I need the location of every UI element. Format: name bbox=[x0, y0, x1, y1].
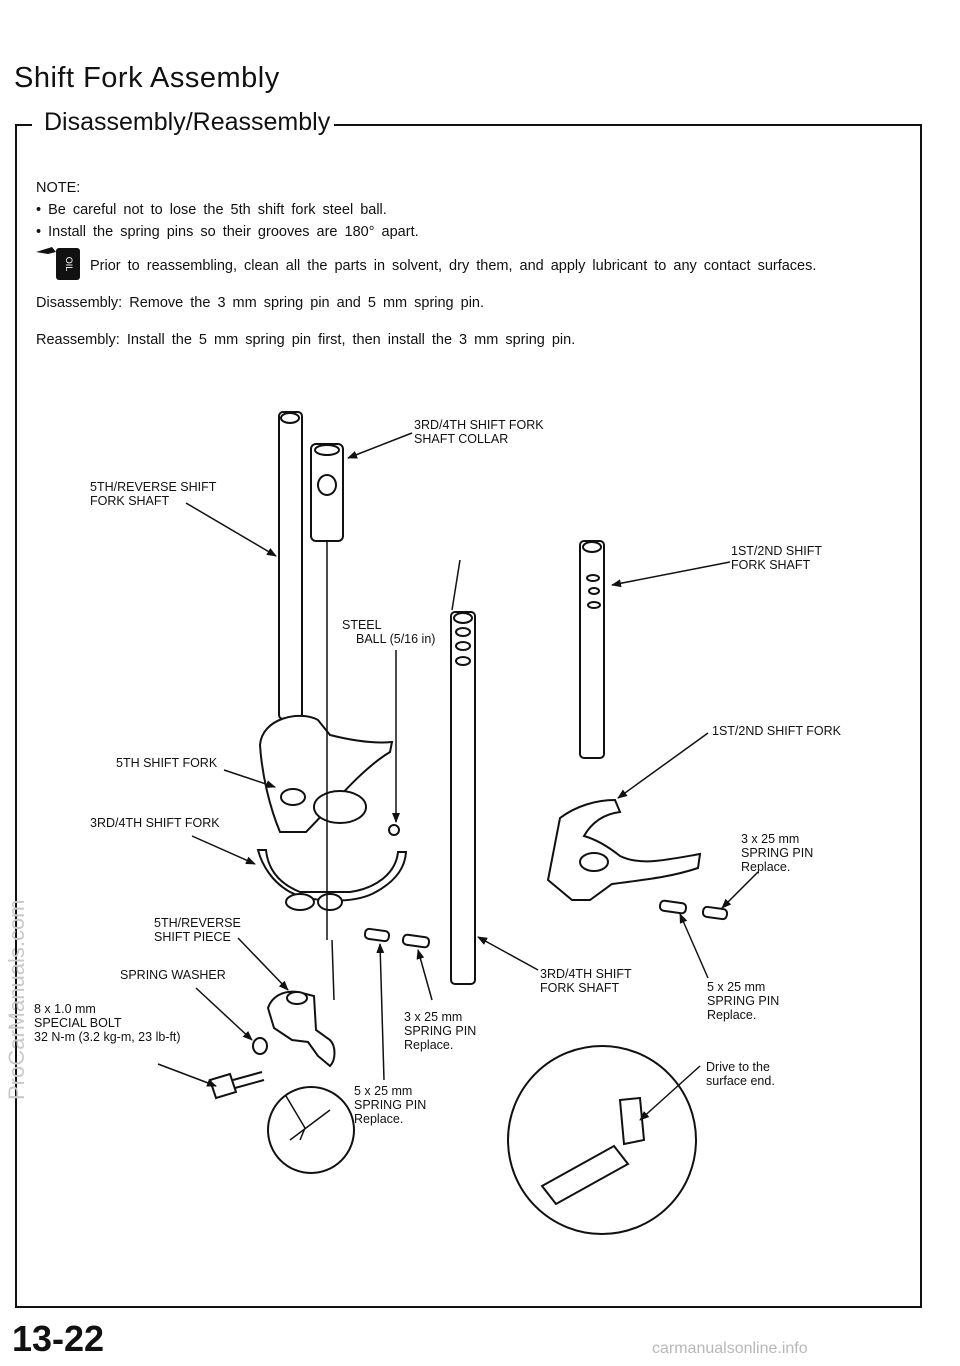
third-fourth-shift-fork bbox=[256, 849, 408, 902]
note-item-1: • Be careful not to lose the 5th shift f… bbox=[36, 202, 387, 218]
spring-pin-5-mid bbox=[363, 927, 391, 943]
note-label: NOTE: bbox=[36, 180, 81, 196]
shift-piece bbox=[266, 990, 336, 1068]
section-frame bbox=[15, 124, 922, 1308]
label-fifth-shift-fork: 5TH SHIFT FORK bbox=[116, 756, 218, 770]
section-title: Disassembly/Reassembly bbox=[40, 108, 335, 137]
fifth-reverse-fork-shaft bbox=[278, 411, 303, 720]
drive-detail-circle bbox=[507, 1045, 697, 1235]
spring-pin-5-right bbox=[658, 899, 688, 915]
third-fourth-fork-shaft bbox=[450, 611, 476, 985]
label-third-fourth-fork: 3RD/4TH SHIFT FORK bbox=[90, 816, 220, 830]
spring-pin-3-right bbox=[701, 905, 729, 921]
label-spring-washer: SPRING WASHER bbox=[120, 968, 226, 982]
steel-ball bbox=[388, 824, 400, 836]
frame-top-right bbox=[332, 124, 920, 126]
lubricant-note: Prior to reassembling, clean all the par… bbox=[90, 258, 817, 274]
page-title: Shift Fork Assembly bbox=[14, 62, 280, 94]
disassembly-note: Disassembly: Remove the 3 mm spring pin … bbox=[36, 295, 485, 311]
frame-top-left bbox=[15, 124, 32, 126]
footer-watermark: carmanualsonline.info bbox=[652, 1340, 808, 1357]
note-item-2: • Install the spring pins so their groov… bbox=[36, 224, 419, 240]
label-first-second-fork: 1ST/2ND SHIFT FORK bbox=[712, 724, 841, 738]
reassembly-note: Reassembly: Install the 5 mm spring pin … bbox=[36, 332, 576, 348]
side-watermark: ProCarManuals.com bbox=[4, 899, 29, 1100]
page-number: 13-22 bbox=[12, 1318, 105, 1359]
svg-text:OIL: OIL bbox=[64, 257, 74, 272]
first-second-shift-fork bbox=[546, 798, 702, 901]
first-second-fork-shaft bbox=[579, 540, 605, 759]
spring-pin-3-mid bbox=[401, 933, 431, 949]
spring-washer bbox=[252, 1037, 268, 1055]
pin-detail-circle bbox=[267, 1086, 355, 1174]
oil-can-icon: OIL bbox=[34, 244, 82, 287]
